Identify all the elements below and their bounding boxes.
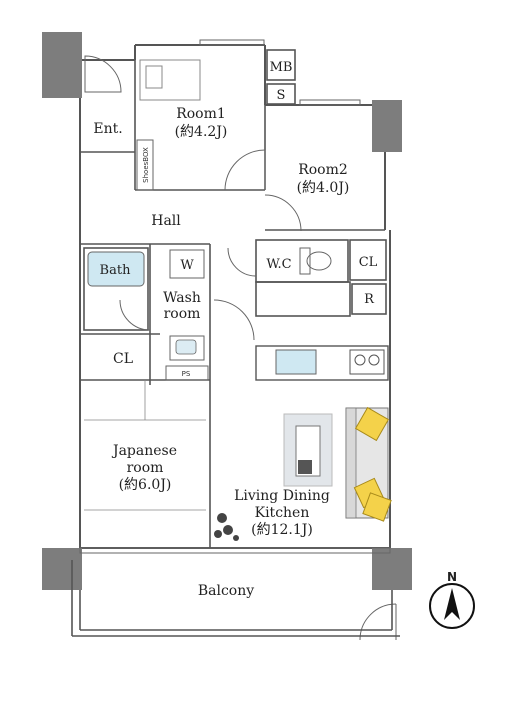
label-hall: Hall	[151, 213, 181, 229]
label-shoes-box: ShoesBOX	[142, 147, 150, 183]
label-washer: W	[180, 258, 194, 273]
stove-icon	[349, 349, 385, 375]
label-room2-name: Room2	[298, 162, 348, 178]
structural-columns	[42, 32, 412, 590]
north-compass-icon: N	[429, 570, 475, 629]
label-wash-room-2: room	[164, 306, 201, 322]
room1-desk-inner	[145, 65, 163, 89]
label-entrance: Ent.	[93, 121, 122, 137]
bathtub	[87, 251, 145, 287]
kitchen-sink	[275, 349, 317, 375]
room1-desk	[139, 59, 201, 101]
label-room1-name: Room1	[176, 106, 226, 122]
label-bath: Bath	[100, 263, 132, 278]
label-cl-wc: CL	[359, 255, 378, 270]
shoes-box	[136, 139, 154, 191]
label-japanese-2: room	[127, 460, 164, 476]
wash-basin	[169, 335, 205, 361]
windows	[79, 39, 391, 554]
label-ps: PS	[182, 370, 191, 378]
tatami-lines	[84, 380, 206, 511]
label-refrigerator: R	[364, 292, 375, 307]
label-wc: W.C	[266, 257, 291, 272]
kitchen-counter	[255, 345, 389, 381]
wash-basin-bowl	[175, 339, 197, 355]
compass-label: N	[447, 570, 457, 584]
label-balcony: Balcony	[198, 583, 254, 599]
label-ldk-2: Kitchen	[255, 505, 310, 521]
ps-box	[165, 365, 209, 381]
sofa	[345, 406, 392, 522]
label-wash-room-1: Wash	[163, 290, 201, 306]
label-s: S	[277, 88, 286, 103]
label-ldk-size: (約12.1J)	[251, 522, 313, 538]
label-room2-size: (約4.0J)	[297, 180, 350, 196]
label-room1-size: (約4.2J)	[175, 124, 228, 140]
plant-icon	[214, 513, 239, 541]
washer-box	[169, 249, 205, 279]
label-cl-left: CL	[113, 351, 133, 367]
balcony-outline	[71, 560, 400, 637]
label-japanese-1: Japanese	[111, 443, 177, 459]
label-japanese-size: (約6.0J)	[119, 477, 172, 493]
tablet-item	[298, 460, 312, 474]
toilet	[299, 247, 332, 275]
door-swings	[84, 55, 397, 641]
label-ldk-1: Living Dining	[234, 488, 330, 504]
label-mb: MB	[270, 60, 293, 75]
